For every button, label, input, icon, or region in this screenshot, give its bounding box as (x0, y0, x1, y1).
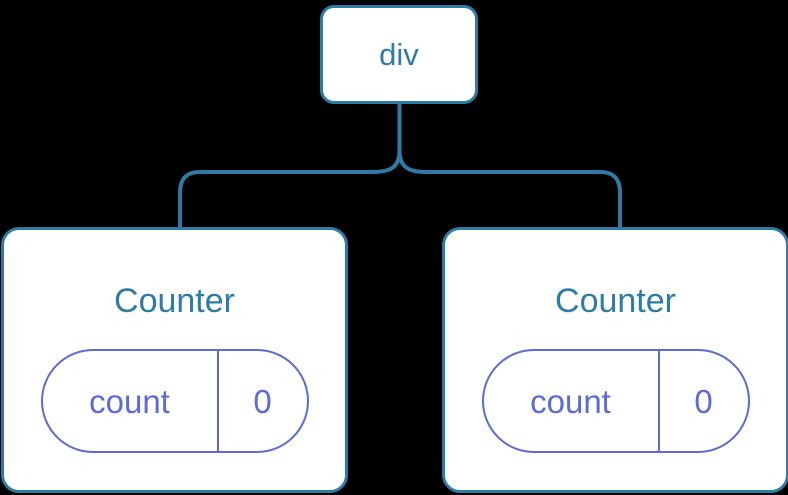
node-counter-left-label: Counter (114, 282, 235, 320)
node-root-label: div (379, 37, 419, 72)
node-counter-right[interactable]: Counter count 0 (442, 227, 788, 493)
connector-branch-right (599, 170, 622, 228)
connector-branch-left (178, 170, 201, 228)
state-value-right: 0 (694, 382, 713, 420)
connector-split-right (397, 149, 600, 174)
node-root-div[interactable]: div (320, 5, 478, 104)
state-pill-right[interactable]: count 0 (481, 349, 750, 453)
state-pill-left[interactable]: count 0 (40, 349, 309, 453)
node-counter-left[interactable]: Counter count 0 (1, 227, 348, 493)
connector-split-left (200, 149, 402, 174)
state-key-right: count (484, 351, 660, 451)
state-value-left: 0 (253, 382, 272, 420)
state-key-left: count (43, 351, 219, 451)
node-counter-right-label: Counter (555, 282, 676, 320)
